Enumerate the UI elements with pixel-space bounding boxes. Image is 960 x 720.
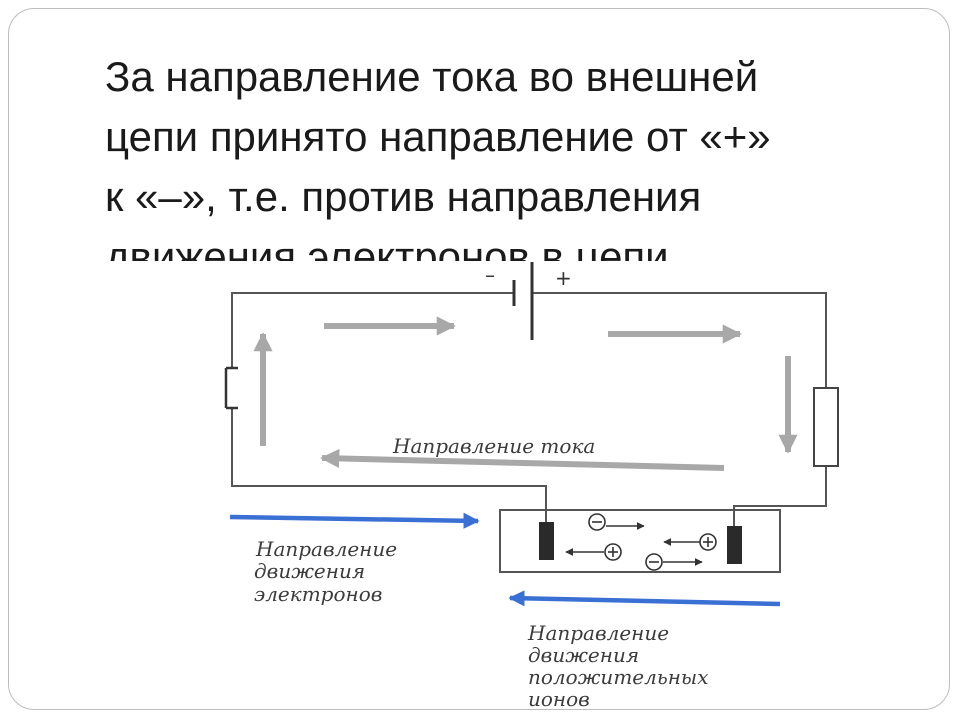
electron-label-line-3: электронов xyxy=(254,582,382,606)
ion-label-line-3: положительных xyxy=(528,665,708,689)
battery-plus-label: + xyxy=(555,266,572,290)
ion-label-line-2: движения xyxy=(528,643,639,667)
wire-bottom-left xyxy=(231,408,547,522)
heading-line-2: цепи принято направление от «+» xyxy=(105,113,771,160)
electron-direction-arrow xyxy=(229,512,480,529)
current-direction-label: Направление тока xyxy=(392,434,595,458)
electron-direction-label: Направление движения электронов xyxy=(254,537,397,606)
heading-line-4: движения электронов в цепи. xyxy=(105,233,681,261)
switch xyxy=(224,366,238,410)
battery-symbol xyxy=(512,262,534,340)
wire-top-left xyxy=(231,292,514,368)
current-arrow-bottom-left xyxy=(320,448,725,471)
ion-label-line-1: Направление xyxy=(527,621,669,645)
circuit-wires xyxy=(231,292,827,528)
electron-label-line-1: Направление xyxy=(255,537,397,561)
ion-direction-label: Направление движения положительных ионов xyxy=(527,621,708,711)
slide-heading: За направление тока во внешней цепи прин… xyxy=(105,47,905,261)
wire-bottom-right xyxy=(733,466,827,528)
electrode-left xyxy=(539,522,554,560)
slide: За направление тока во внешней цепи прин… xyxy=(8,8,950,710)
ion-direction-arrow xyxy=(508,590,781,607)
ions xyxy=(565,513,717,571)
positive-ion-1 xyxy=(663,533,717,551)
wire-top-right xyxy=(532,292,827,388)
battery-minus-label: – xyxy=(485,263,495,287)
electrode-right xyxy=(727,526,742,564)
resistor xyxy=(813,387,839,467)
positive-ion-2 xyxy=(565,543,622,561)
ion-label-line-4: ионов xyxy=(528,687,590,711)
electron-2 xyxy=(645,553,703,571)
electron-label-line-2: движения xyxy=(254,559,365,583)
electron-1 xyxy=(588,513,645,531)
heading-line-3: к «–», т.е. против направления xyxy=(105,173,702,220)
electrolyte-cell xyxy=(499,509,781,573)
current-arrows xyxy=(253,316,798,471)
heading-line-1: За направление тока во внешней xyxy=(105,53,759,100)
